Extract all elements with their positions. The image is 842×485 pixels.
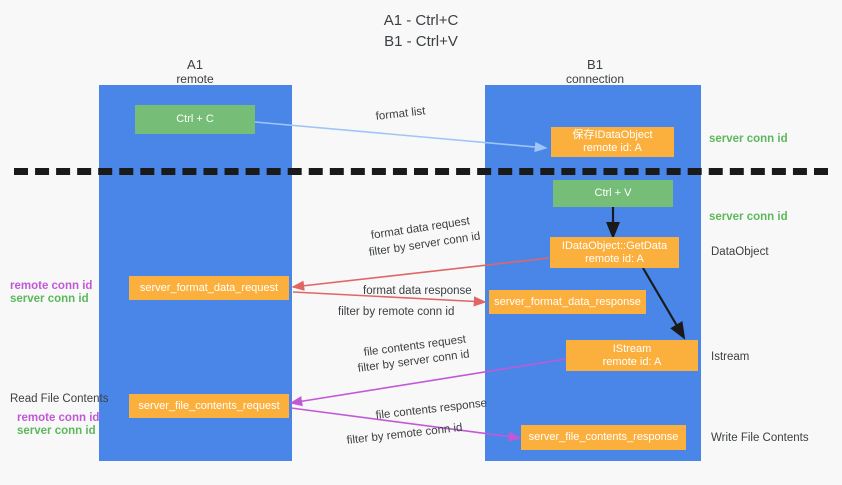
box-istream-line2: remote id: A [602,355,662,368]
note-left-remote-conn-id: remote conn id [10,280,93,292]
box-getdata-line2: remote id: A [585,252,644,265]
box-istream[interactable]: IStream remote id: A [566,340,698,371]
page-title: A1 - Ctrl+C B1 - Ctrl+V [0,10,842,52]
filter-prefix: filter by [368,241,410,259]
box-server-format-data-response-label: server_format_data_response [494,295,641,308]
box-server-file-contents-response-label: server_file_contents_response [528,431,679,443]
box-ctrl-c[interactable]: Ctrl + C [135,105,255,134]
box-idataobject-getdata[interactable]: IDataObject::GetData remote id: A [550,237,679,268]
lane-a1-name: A1 [187,57,203,72]
filter-value-remote-conn-id: remote conn id [386,421,464,443]
lane-b1-name: B1 [587,57,603,72]
label-format-data-response-filter: filter by remote conn id [338,305,454,320]
note-read-file-contents: Read File Contents [10,393,109,405]
note-left-server-conn-id: server conn id [10,293,89,305]
box-idataobject[interactable]: 保存IDataObject remote id: A [551,127,674,157]
filter-prefix: filter by [346,430,388,447]
label-format-list: format list [375,105,426,123]
note-right-server-conn-id-top: server conn id [709,133,788,145]
note-left-remote-conn-id-2: remote conn id [17,412,100,424]
lane-a1-sub: remote [176,72,214,86]
lane-header-a1: A1 remote [120,57,270,87]
note-write-file-contents: Write File Contents [711,432,809,444]
lane-b1-sub: connection [565,72,625,86]
box-server-file-contents-response[interactable]: server_file_contents_response [521,425,686,450]
phase-divider [14,168,828,175]
note-left-server-conn-id-2: server conn id [17,425,96,437]
box-server-format-data-request[interactable]: server_format_data_request [129,276,289,300]
box-server-format-data-request-label: server_format_data_request [139,281,279,294]
note-dataobject: DataObject [711,246,769,258]
lane-header-b1: B1 connection [520,57,670,87]
note-right-server-conn-id-mid: server conn id [709,211,788,223]
filter-prefix: filter by [338,306,379,318]
filter-prefix: filter by [357,357,399,375]
box-server-file-contents-request[interactable]: server_file_contents_request [129,394,289,418]
box-ctrl-v-label: Ctrl + V [594,187,632,199]
label-file-contents-response: file contents response [375,397,488,422]
box-ctrl-c-label: Ctrl + C [176,113,214,125]
title-line-1: A1 - Ctrl+C [383,12,459,29]
title-line-2: B1 - Ctrl+V [384,33,458,50]
box-istream-line1: IStream [612,342,652,355]
box-idataobject-line2: remote id: A [583,142,642,154]
box-getdata-line1: IDataObject::GetData [561,239,668,252]
note-istream: Istream [711,351,750,363]
box-server-format-data-response[interactable]: server_format_data_response [489,290,646,314]
box-server-file-contents-request-label: server_file_contents_request [138,399,280,412]
label-file-contents-response-filter: filter by remote conn id [346,421,463,449]
filter-value-remote-conn-id: remote conn id [378,306,455,318]
label-format-data-response: format data response [363,285,472,297]
box-idataobject-line1: 保存IDataObject [572,129,653,141]
box-ctrl-v[interactable]: Ctrl + V [553,180,673,207]
